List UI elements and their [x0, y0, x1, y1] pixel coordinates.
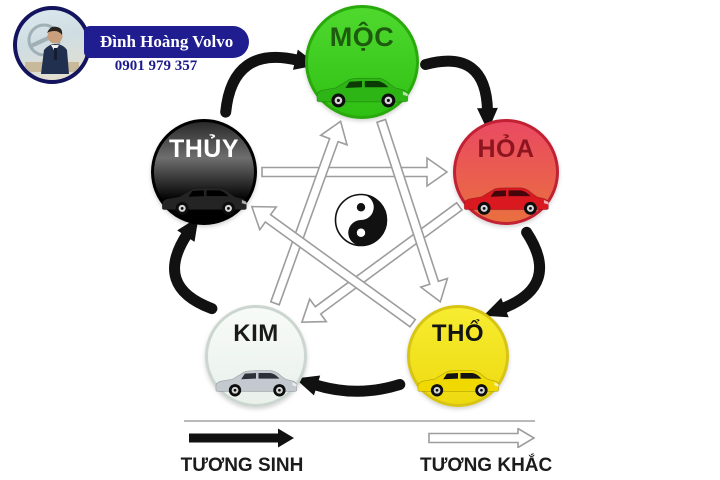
- legend-sinh-arrow-icon: [189, 428, 294, 448]
- element-label-tho: THỔ: [431, 320, 485, 348]
- element-label-kim: KIM: [233, 320, 279, 348]
- car-icon: [161, 187, 247, 215]
- element-label-moc: MỘC: [329, 22, 395, 53]
- sinh-arrow-hoa-tho: [483, 226, 546, 318]
- phone-number: 0901 979 357: [114, 58, 198, 74]
- dealer-portrait-icon: [25, 23, 79, 74]
- sinh-arrow-shape: [189, 428, 294, 448]
- car-icon: [417, 370, 500, 397]
- legend-item-khac: TƯƠNG KHẮC: [420, 427, 553, 477]
- legend-khac-label: TƯƠNG KHẮC: [420, 455, 553, 476]
- sinh-arrow-moc-hoa: [420, 55, 498, 132]
- khac-arrow-thuy-hoa: [261, 156, 449, 188]
- dealer-avatar-photo: [13, 6, 91, 84]
- legend-divider: [184, 420, 535, 422]
- sinh-arrow-kim-thuy: [169, 216, 218, 315]
- element-node-moc: MỘC: [305, 5, 419, 119]
- car-icon: [463, 187, 549, 215]
- legend-khac-arrow-icon: [428, 427, 536, 449]
- element-node-thuy: THỦY: [151, 119, 257, 225]
- khac-arrow-tho-thuy: [250, 205, 417, 328]
- brand-name: Đình Hoàng Volvo: [100, 32, 234, 51]
- car-icon: [316, 78, 409, 109]
- khac-arrow-shape: [428, 427, 536, 449]
- brand-banner: Đình Hoàng Volvo: [84, 26, 250, 58]
- element-label-hoa: HỎA: [477, 135, 535, 163]
- sinh-arrow-thuy-moc: [220, 49, 318, 118]
- car-icon: [215, 370, 298, 397]
- element-node-kim: KIM: [205, 305, 307, 407]
- khac-arrow-moc-tho: [375, 118, 449, 304]
- legend-sinh-label: TƯƠNG SINH: [180, 455, 304, 476]
- element-node-tho: THỔ: [407, 305, 509, 407]
- element-label-thuy: THỦY: [168, 135, 240, 163]
- yin-yang-icon: [330, 189, 392, 251]
- element-node-hoa: HỎA: [453, 119, 559, 225]
- khac-arrow-kim-moc: [269, 119, 349, 306]
- legend-item-sinh: TƯƠNG SINH: [180, 428, 304, 477]
- sinh-arrow-tho-kim: [295, 375, 406, 397]
